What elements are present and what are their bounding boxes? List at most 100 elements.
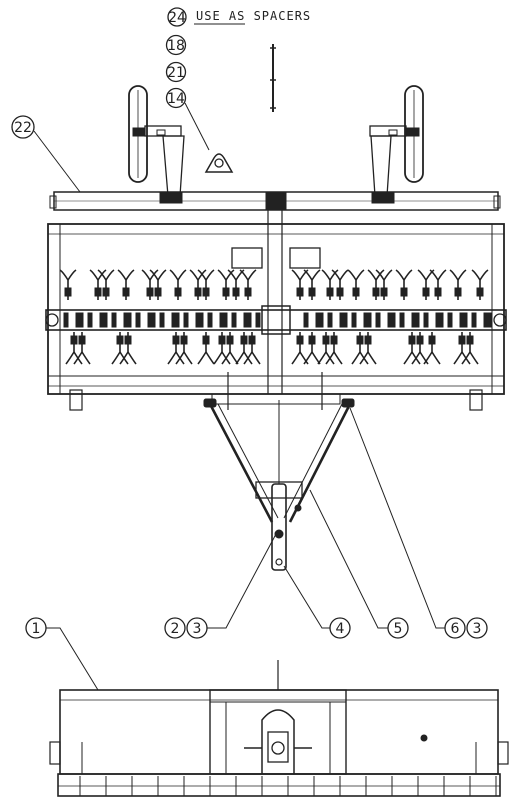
- shaft-block: [399, 312, 405, 328]
- spring-tine: [429, 269, 447, 300]
- spring-tine: [197, 332, 215, 365]
- svg-text:2: 2: [171, 621, 180, 637]
- tine-row-rear: [65, 332, 479, 365]
- spring-tine: [331, 269, 349, 300]
- svg-text:1: 1: [32, 621, 41, 637]
- shaft-block: [447, 312, 453, 328]
- shaft-block: [159, 312, 165, 328]
- callout-21: 21: [165, 61, 187, 83]
- spring-tine: [395, 269, 413, 300]
- shaft-block: [207, 312, 213, 328]
- callout-14: 14: [165, 87, 210, 151]
- shaft-block: [135, 312, 141, 328]
- svg-text:21: 21: [167, 65, 185, 81]
- spacer-note: 24 USE AS SPACERS: [167, 7, 311, 27]
- callout-24-number: 24: [168, 10, 186, 26]
- gauge-wheel-right: [369, 85, 424, 197]
- spring-tine: [59, 269, 77, 300]
- shaft-block: [459, 312, 468, 328]
- shaft-block: [411, 312, 420, 328]
- spring-tine: [167, 332, 185, 365]
- callout-4: 4: [283, 565, 351, 639]
- shaft-block: [303, 312, 309, 328]
- shaft-block: [435, 312, 444, 328]
- shaft-block: [471, 312, 477, 328]
- spring-tine: [351, 332, 369, 365]
- shaft-block: [75, 312, 84, 328]
- shaft-block: [111, 312, 117, 328]
- callout-2: 2: [164, 617, 186, 639]
- spring-tine: [347, 269, 365, 300]
- front-view-segment-set: [79, 776, 497, 796]
- callout-3-right: 3: [466, 617, 488, 639]
- spring-tine: [97, 269, 115, 300]
- spring-tine: [359, 332, 377, 365]
- spacer-bar-part: [270, 44, 276, 112]
- callout-5: 5: [309, 489, 409, 639]
- callout-6: 6: [349, 407, 466, 639]
- spring-tine: [461, 332, 479, 365]
- spring-tine: [291, 332, 309, 365]
- shaft-block: [315, 312, 324, 328]
- shaft-block: [423, 312, 429, 328]
- shaft-block-set: [63, 312, 492, 328]
- spring-tine: [403, 332, 421, 365]
- shaft-block: [219, 312, 228, 328]
- callout-18: 18: [165, 34, 187, 56]
- hitch-tongue: [203, 372, 355, 571]
- bracket-part: [204, 153, 234, 173]
- svg-text:14: 14: [167, 91, 185, 107]
- svg-text:22: 22: [14, 120, 32, 136]
- shaft-block: [195, 312, 204, 328]
- shaft-block: [255, 312, 261, 328]
- spring-tine: [111, 332, 129, 365]
- callout-3-left: 3: [186, 533, 277, 639]
- spring-tine: [243, 332, 261, 365]
- shaft-block: [87, 312, 93, 328]
- shaft-block: [147, 312, 156, 328]
- callout-22: 22: [11, 115, 81, 193]
- shaft-block: [63, 312, 69, 328]
- spring-tine: [227, 269, 245, 300]
- spring-tine: [169, 269, 187, 300]
- svg-text:6: 6: [451, 621, 460, 637]
- shaft-block: [243, 312, 252, 328]
- spring-tine: [423, 332, 441, 365]
- shaft-block: [351, 312, 357, 328]
- spring-tine: [235, 332, 253, 365]
- front-view-frame: [49, 660, 509, 797]
- shaft-block: [171, 312, 180, 328]
- spring-tine: [213, 332, 231, 365]
- svg-text:3: 3: [193, 621, 202, 637]
- shaft-block: [363, 312, 372, 328]
- spring-tine: [117, 269, 135, 300]
- spring-tine: [471, 269, 489, 300]
- shaft-block: [123, 312, 132, 328]
- spacer-note-text: USE AS SPACERS: [196, 9, 311, 23]
- spring-tine: [149, 269, 167, 300]
- shaft-block: [183, 312, 189, 328]
- spring-tine: [325, 332, 343, 365]
- spring-tine: [317, 332, 335, 365]
- shaft-block: [99, 312, 108, 328]
- spring-tine: [417, 269, 435, 300]
- shaft-block: [327, 312, 333, 328]
- spring-tine: [375, 269, 393, 300]
- spring-tine: [453, 332, 471, 365]
- svg-text:5: 5: [394, 621, 403, 637]
- spring-tine: [65, 332, 83, 365]
- spring-tine: [175, 332, 193, 365]
- shaft-block: [387, 312, 396, 328]
- top-frame: [47, 191, 505, 411]
- spring-tine: [73, 332, 91, 365]
- callout-1: 1: [25, 617, 99, 691]
- shaft-block: [231, 312, 237, 328]
- spring-tine: [239, 269, 257, 300]
- spring-tine: [449, 269, 467, 300]
- shaft-block: [339, 312, 348, 328]
- basket-shaft: [45, 305, 507, 335]
- svg-text:18: 18: [167, 38, 185, 54]
- shaft-block: [483, 312, 492, 328]
- shaft-block: [375, 312, 381, 328]
